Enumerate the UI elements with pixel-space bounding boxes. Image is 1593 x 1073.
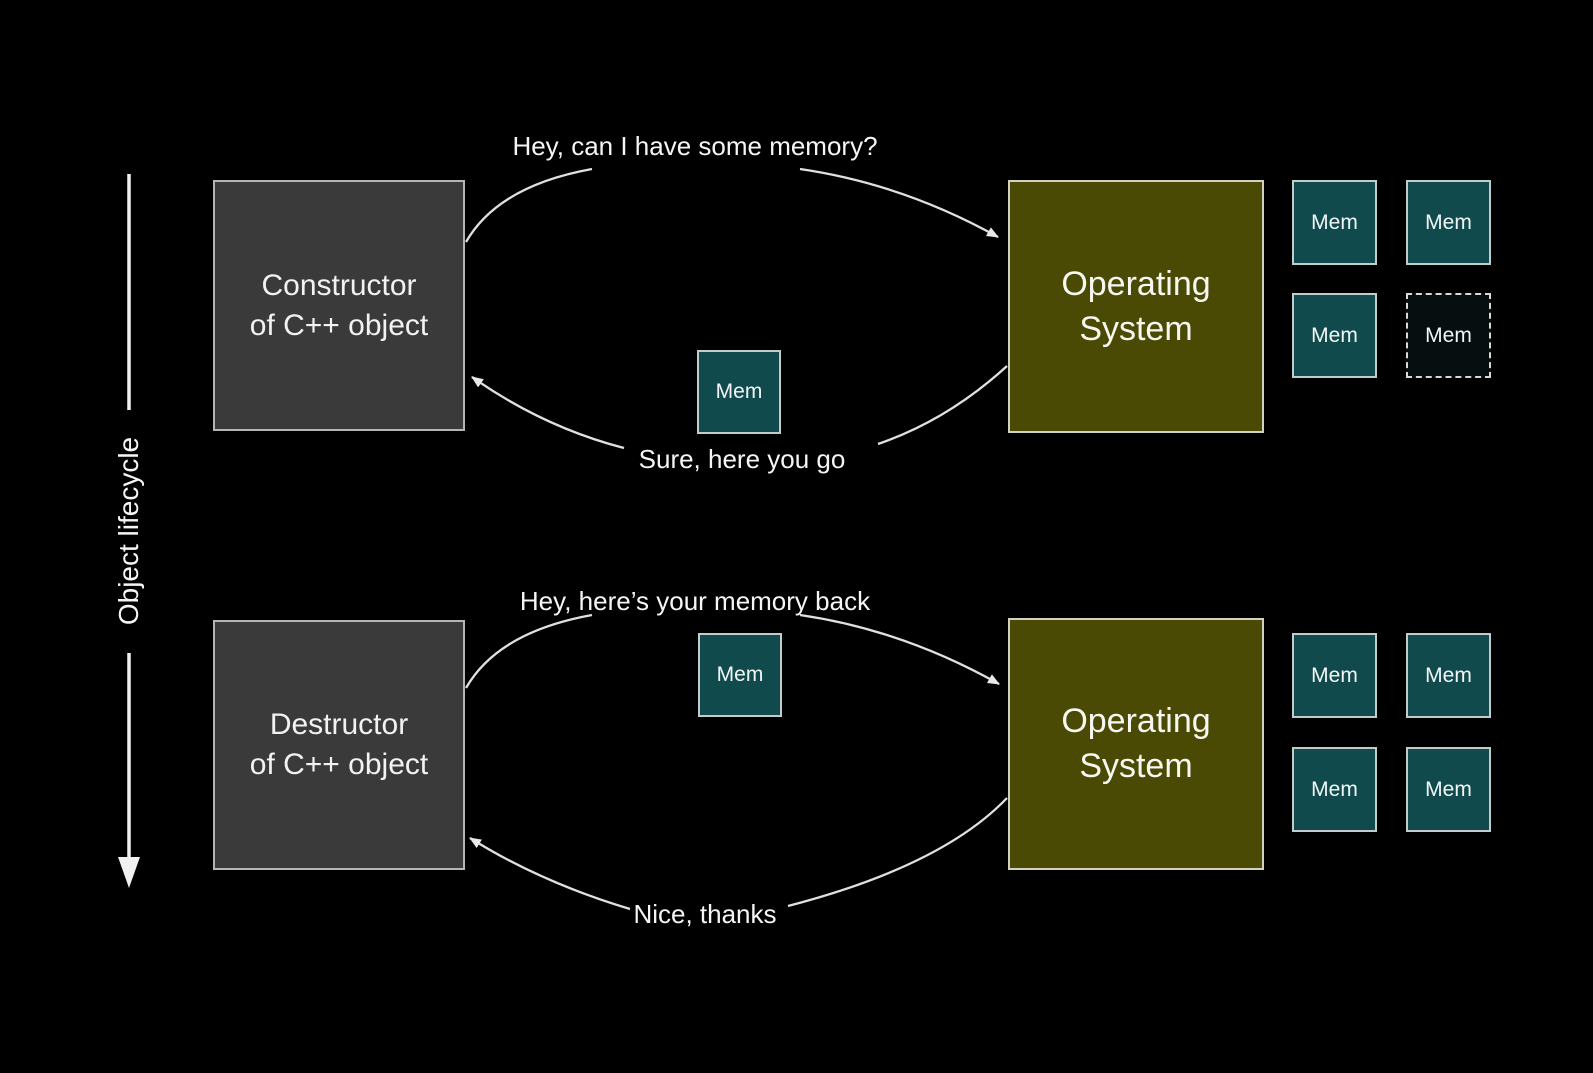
operating-system-box-top: Operating System (1008, 180, 1264, 433)
os-pool-top-cell-1: Mem (1292, 180, 1377, 265)
constructor-box-label-line1: Constructor (261, 268, 417, 302)
transferred-mem-box-bottom: Mem (698, 633, 782, 717)
mem-label: Mem (1311, 323, 1358, 347)
os-pool-bottom-cell-4: Mem (1406, 747, 1491, 832)
transferred-mem-label-bottom: Mem (716, 663, 764, 686)
os-pool-bottom-cell-1: Mem (1292, 633, 1377, 718)
os-pool-top-cell-4-dashed: Mem (1406, 293, 1491, 378)
object-lifecycle-axis (118, 174, 140, 888)
os-bottom-label-line1: Operating (1061, 702, 1211, 741)
constructor-box: Constructor of C++ object (213, 180, 465, 431)
request-memory-arrow-right-segment (799, 167, 999, 239)
transferred-mem-box-top: Mem (697, 350, 781, 434)
return-memory-arrow-left-segment (465, 613, 593, 689)
mem-label: Mem (1311, 663, 1358, 687)
os-bottom-label-line2: System (1079, 747, 1193, 785)
thanks-arrow-right-segment (787, 797, 1008, 908)
grant-memory-arrow-right-segment (877, 365, 1008, 446)
os-top-label-line1: Operating (1061, 264, 1211, 303)
mem-label: Mem (1425, 210, 1472, 234)
destructor-box: Destructor of C++ object (213, 620, 465, 870)
transferred-mem-label-top: Mem (715, 380, 763, 403)
destructor-box-label-line1: Destructor (269, 708, 409, 742)
os-pool-top-cell-2: Mem (1406, 180, 1491, 265)
grant-memory-speech-label: Sure, here you go (638, 444, 846, 474)
destructor-box-label-line2: of C++ object (249, 748, 429, 781)
operating-system-box-bottom: Operating System (1008, 618, 1264, 870)
mem-label: Mem (1311, 777, 1358, 801)
return-memory-arrow-right-segment (799, 613, 1000, 686)
constructor-box-label-line2: of C++ object (249, 308, 429, 342)
request-memory-speech-label: Hey, can I have some memory? (512, 131, 878, 161)
mem-label: Mem (1425, 323, 1472, 347)
mem-label: Mem (1425, 663, 1472, 687)
grant-memory-arrow-left-segment (471, 376, 625, 450)
os-top-label-line2: System (1079, 309, 1193, 348)
return-memory-speech-label: Hey, here’s your memory back (519, 586, 871, 616)
object-lifecycle-label: Object lifecycle (113, 436, 144, 626)
os-pool-top-cell-3: Mem (1292, 293, 1377, 378)
os-pool-bottom-cell-2: Mem (1406, 633, 1491, 718)
request-memory-arrow-left-segment (465, 167, 593, 243)
mem-label: Mem (1311, 210, 1358, 234)
mem-label: Mem (1425, 777, 1472, 801)
thanks-arrow-left-segment (469, 837, 631, 911)
axis-arrowhead-down (118, 857, 140, 888)
os-pool-bottom-cell-3: Mem (1292, 747, 1377, 832)
thanks-speech-label: Nice, thanks (633, 899, 777, 929)
